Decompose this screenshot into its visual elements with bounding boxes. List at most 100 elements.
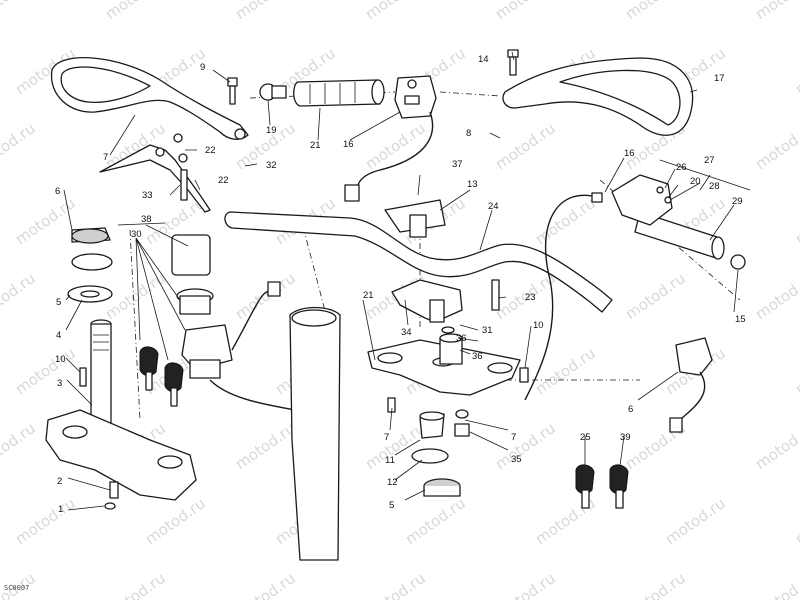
callout-22: 8 (466, 128, 471, 139)
bolt-7-left (79, 367, 87, 387)
bolt-34 (491, 279, 500, 311)
frame-head-ring (291, 309, 337, 327)
right-switch-connector (669, 417, 683, 433)
seal-upper (71, 253, 113, 271)
handlebar (224, 211, 613, 313)
callout-37: 30 (131, 229, 142, 240)
throttle-cable (524, 194, 601, 401)
callout-7b: 10 (533, 320, 544, 331)
callout-16b: 24 (488, 201, 499, 212)
right-switch-cable (679, 371, 706, 421)
left-switch-unit (394, 75, 437, 119)
callout-22b: 32 (266, 160, 277, 171)
lock-cable-2 (209, 379, 296, 411)
stem-nut-12 (419, 411, 445, 439)
handlebar-riser (391, 279, 463, 323)
ignition-lock (171, 234, 233, 379)
callout-34: 23 (525, 292, 536, 303)
washer-36 (441, 326, 455, 334)
seal-lower (411, 448, 449, 464)
bearing-upper (71, 227, 111, 244)
callout-12: 11 (385, 455, 395, 466)
key-39 (575, 464, 595, 509)
callout-16: 21 (310, 140, 321, 151)
lock-connector (267, 281, 281, 297)
callout-28: 20 (690, 176, 701, 187)
callout-33: 22 (218, 175, 229, 186)
callout-5: 5 (56, 297, 61, 308)
bolt-17 (507, 49, 519, 76)
throttle-grip (634, 211, 725, 260)
bolt-2 (109, 481, 119, 499)
lock-cable (231, 289, 276, 351)
mirror-bracket (99, 133, 211, 213)
right-mirror (502, 57, 694, 136)
callout-15: 29 (732, 196, 743, 207)
leader-lines (63, 51, 739, 511)
handlebar-clamp-upper (384, 199, 446, 238)
group-line-20 (659, 159, 751, 191)
callout-5b: 12 (387, 477, 398, 488)
bolt-7-center (519, 367, 529, 383)
callout-4: 4 (56, 330, 61, 341)
callout-25: 6 (628, 404, 633, 415)
callout-2: 2 (57, 476, 62, 487)
callout-6b: 5 (389, 500, 394, 511)
callout-32: 22 (205, 145, 216, 156)
nut-1 (104, 502, 116, 510)
callout-27: 26 (676, 162, 687, 173)
left-grip (293, 79, 385, 107)
group-line-30 (117, 222, 166, 226)
callout-20: 27 (704, 155, 715, 166)
bearing-lower (423, 478, 461, 497)
callout-11: 35 (511, 454, 522, 465)
callout-10: 36 (472, 351, 483, 362)
callout-13: 37 (452, 159, 463, 170)
callout-30: 38 (141, 214, 152, 225)
callout-23: 21 (363, 290, 374, 301)
left-switch-cable (356, 111, 434, 196)
drawing-code: SC0007 (4, 584, 29, 592)
alignment-lines (129, 91, 741, 421)
callout-29: 28 (709, 181, 720, 192)
callout-21: 19 (266, 125, 277, 136)
callout-38: 33 (142, 190, 153, 201)
left-switch-connector (344, 184, 360, 202)
cap-11 (454, 423, 470, 437)
left-mirror (50, 57, 249, 140)
throttle-housing (611, 174, 673, 226)
callout-36b: 36 (456, 333, 467, 344)
bolt-19 (227, 77, 238, 105)
lower-triple-clamp (45, 409, 197, 501)
right-switch-unit (675, 337, 713, 376)
washer (67, 285, 113, 303)
callout-26: 16 (624, 148, 635, 159)
bar-end-right (730, 254, 746, 270)
spacer-10 (439, 333, 463, 365)
callout-36: 31 (482, 325, 493, 336)
callout-39: 25 (580, 432, 591, 443)
callout-21b: 15 (735, 314, 746, 325)
callout-9: 7 (103, 152, 108, 163)
callout-35: 7 (511, 432, 516, 443)
callout-18: 39 (620, 432, 631, 443)
frame-head (289, 306, 341, 561)
cable-end (591, 192, 603, 203)
callout-24: 13 (467, 179, 478, 190)
callout-14: 16 (343, 139, 354, 150)
callout-17: 14 (478, 54, 489, 65)
callout-3: 3 (57, 378, 62, 389)
callout-19: 9 (200, 62, 205, 73)
callout-8: 17 (714, 73, 725, 84)
upper-triple-clamp (367, 339, 521, 396)
key-18 (609, 464, 629, 509)
callout-31: 34 (401, 327, 412, 338)
key-left-1 (139, 346, 159, 391)
callout-7c: 7 (384, 432, 389, 443)
callout-6: 6 (55, 186, 60, 197)
washer-35 (455, 409, 469, 419)
bar-end-left (259, 83, 287, 101)
callout-1: 1 (58, 504, 63, 515)
